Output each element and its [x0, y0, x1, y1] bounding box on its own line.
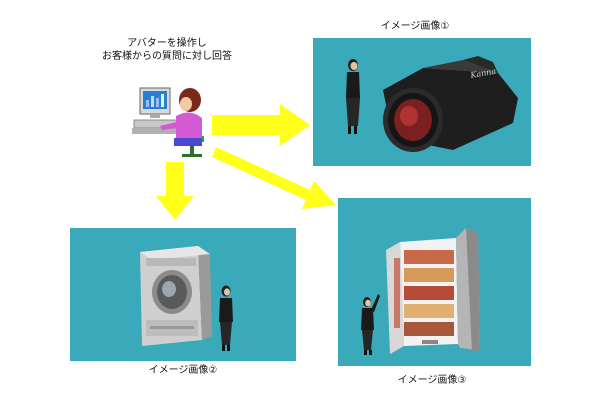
avatar-figure — [361, 294, 380, 355]
operator-caption-line1: アバターを操作し — [127, 38, 207, 49]
image3-label: イメージ画像③ — [397, 375, 467, 386]
avatar-figure — [346, 59, 360, 134]
image3-scene — [361, 228, 480, 355]
arrow-to-image3 — [212, 147, 336, 209]
avatar-figure — [219, 285, 233, 351]
arrow-to-image1 — [212, 104, 310, 146]
refrigerator-object — [386, 228, 480, 354]
image3-panel — [338, 198, 531, 366]
operator-caption-line2: お客様からの質問に対し回答 — [102, 51, 232, 62]
image1-label: イメージ画像① — [380, 21, 450, 32]
arrow-to-image2 — [156, 162, 194, 220]
image2-label: イメージ画像② — [148, 365, 218, 376]
image1-panel: Kanna — [313, 38, 531, 166]
image1-scene: Kanna — [346, 56, 518, 152]
washing-machine-object — [140, 246, 212, 346]
image2-scene — [140, 246, 233, 351]
operator-illustration — [132, 87, 204, 157]
camera-object: Kanna — [383, 56, 518, 152]
operator-caption: アバターを操作し お客様からの質問に対し回答 — [92, 37, 242, 63]
image2-panel — [70, 228, 296, 361]
